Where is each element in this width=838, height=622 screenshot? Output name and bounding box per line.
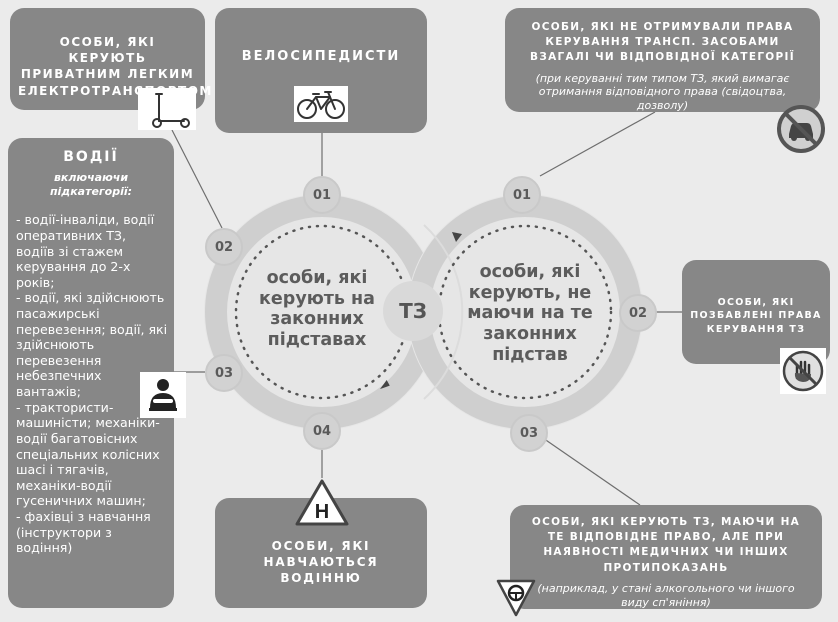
arrowhead-bottom: [380, 380, 390, 390]
connector-contraindications: [539, 435, 641, 506]
bicycle-icon: [294, 86, 348, 122]
learners-title: ОСОБИ, ЯКІ НАВЧАЮТЬСЯ ВОДІННЮ: [263, 539, 379, 586]
drivers-subtitle: включаючи підкатегорії:: [49, 170, 133, 198]
left-circle-text: особи, які керують на законних підставах: [259, 268, 375, 350]
arrowhead-top: [452, 232, 462, 242]
no-license-note: (при керуванні тим типом ТЗ, який вимага…: [535, 71, 790, 113]
right-dotted-path: [437, 224, 613, 400]
drivers-body: - водії-інваліди, водії оперативних ТЗ, …: [16, 212, 168, 556]
left-circle-fill: [204, 194, 440, 430]
box-contraindications: ОСОБИ, ЯКІ КЕРУЮТЬ ТЗ, МАЮЧИ НА ТЕ ВІДПО…: [510, 505, 822, 609]
cyclists-title: ВЕЛОСИПЕДИСТИ: [241, 49, 401, 64]
light-transport-title: ОСОБИ, ЯКІ КЕРУЮТЬ ПРИВАТНИМ ЛЕГКИМ ЕЛЕК…: [18, 35, 213, 98]
steering-wheel-icon: [495, 578, 537, 618]
left-badge-01: 01: [303, 176, 341, 214]
connector-no-license: [539, 111, 656, 177]
center-label: ТЗ: [383, 281, 443, 341]
scooter-icon: [138, 88, 196, 130]
contraindications-title: ОСОБИ, ЯКІ КЕРУЮТЬ ТЗ, МАЮЧИ НА ТЕ ВІДПО…: [531, 516, 801, 574]
revoked-title: ОСОБИ, ЯКІ ПОЗБАВЛЕНІ ПРАВА КЕРУВАННЯ ТЗ: [690, 297, 822, 335]
box-no-license: ОСОБИ, ЯКІ НЕ ОТРИМУВАЛИ ПРАВА КЕРУВАННЯ…: [505, 8, 820, 112]
no-license-title: ОСОБИ, ЯКІ НЕ ОТРИМУВАЛИ ПРАВА КЕРУВАННЯ…: [530, 21, 795, 64]
drivers-title: ВОДІЇ: [63, 149, 119, 165]
connector-light-transport: [171, 129, 223, 229]
left-badge-03: 03: [205, 354, 243, 392]
right-badge-03: 03: [510, 414, 548, 452]
learner-sign-icon: Н: [294, 478, 350, 528]
stop-hand-icon: [780, 348, 826, 394]
left-badge-04: 04: [303, 412, 341, 450]
no-car-icon: [776, 104, 826, 154]
ring-overlap: [423, 224, 464, 400]
right-circle-text: особи, які керують, не маючи на те закон…: [467, 262, 593, 365]
driver-icon: [140, 372, 186, 418]
box-revoked: ОСОБИ, ЯКІ ПОЗБАВЛЕНІ ПРАВА КЕРУВАННЯ ТЗ: [682, 260, 830, 364]
right-circle-fill: [407, 194, 643, 430]
learner-sign-letter: Н: [315, 501, 329, 523]
box-drivers: ВОДІЇ включаючи підкатегорії: - водії-ін…: [8, 138, 174, 608]
right-badge-02: 02: [619, 294, 657, 332]
left-badge-02: 02: [205, 228, 243, 266]
contraindications-note: (наприклад, у стані алкогольного чи іншо…: [537, 581, 795, 609]
right-badge-01: 01: [503, 176, 541, 214]
